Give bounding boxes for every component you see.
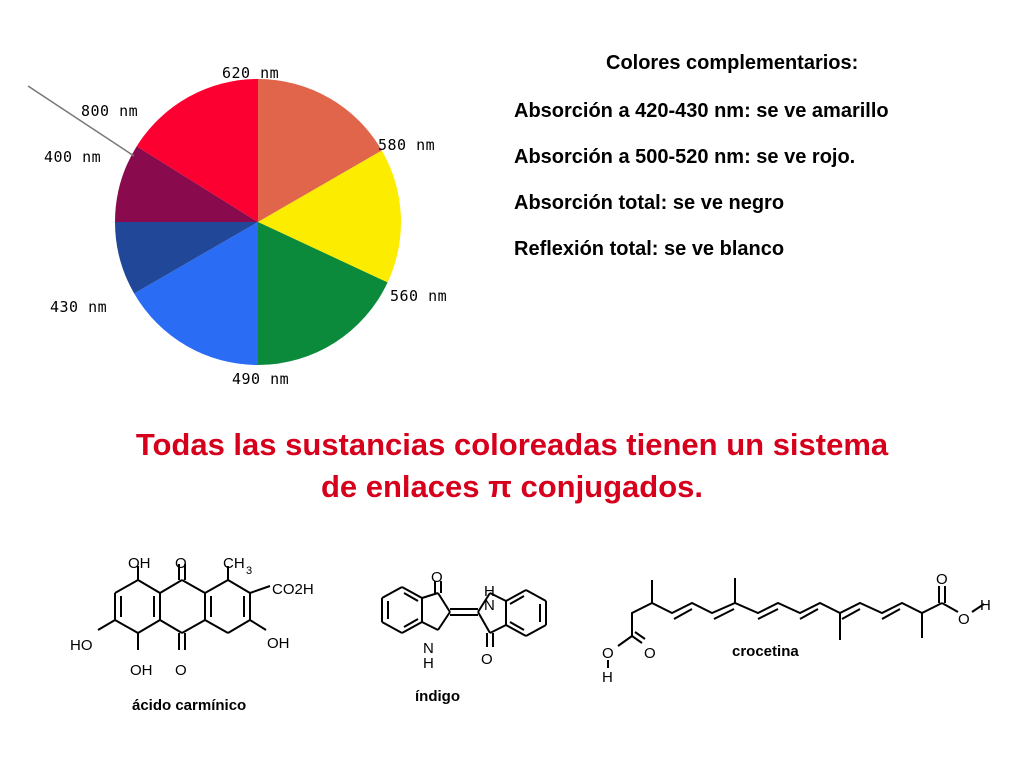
carminic-sub3: 3 [246, 565, 252, 577]
wheel-label-560: 560 nm [390, 287, 448, 305]
crocetin-structure: O O H O O H [602, 571, 991, 686]
crocetin-h-left: H [602, 669, 613, 686]
carminic-o-top: O [175, 555, 187, 572]
crocetin-o-left: O [602, 645, 614, 662]
wheel-segment [258, 79, 382, 222]
color-wheel [27, 79, 401, 365]
carminic-acid-caption: ácido carmínico [132, 697, 247, 714]
carminic-ch: CH [223, 555, 245, 572]
info-line-2: Absorción a 500-520 nm: se ve rojo. [514, 146, 856, 168]
indigo-n-top: N [484, 597, 495, 614]
wheel-label-490: 490 nm [232, 370, 290, 388]
wheel-segments [115, 79, 401, 365]
wheel-label-430: 430 nm [50, 298, 108, 316]
info-line-1: Absorción a 420-430 nm: se ve amarillo [514, 100, 889, 122]
headline-line-2: de enlaces π conjugados. [320, 469, 704, 504]
wheel-segment [115, 222, 258, 294]
info-heading: Colores complementarios: [606, 52, 859, 74]
wheel-label-620: 620 nm [222, 64, 280, 82]
headline-line-1: Todas las sustancias coloreadas tienen u… [135, 427, 889, 462]
indigo-o-top: O [431, 569, 443, 586]
carminic-ho-left: HO [70, 637, 93, 654]
crocetin-o-right: O [958, 611, 970, 628]
wheel-label-400: 400 nm [44, 148, 102, 166]
carminic-o-bottom: O [175, 662, 187, 679]
crocetin-h-right: H [980, 597, 991, 614]
crocetin-o-top: O [936, 571, 948, 588]
label-800-leader [27, 85, 135, 157]
indigo-structure: O H N N H O [381, 569, 547, 672]
indigo-n-bottom: N [423, 640, 434, 657]
info-line-4: Reflexión total: se ve blanco [514, 238, 785, 260]
wheel-segment [258, 150, 401, 283]
carminic-acid-structure: OH O CH 3 CO2H HO OH OH O [70, 555, 314, 679]
wheel-label-580: 580 nm [378, 136, 436, 154]
wheel-segment [136, 79, 258, 222]
carminic-oh-top: OH [128, 555, 151, 572]
wheel-segment [134, 222, 258, 365]
crocetin-caption: crocetina [732, 643, 799, 660]
crocetin-o-left2: O [644, 645, 656, 662]
carminic-co2h: CO2H [272, 581, 314, 598]
indigo-h-bottom: H [423, 655, 434, 672]
indigo-caption: índigo [415, 688, 460, 705]
wheel-label-800: 800 nm [81, 102, 139, 120]
conjugation-headline: Todas las sustancias coloreadas tienen u… [40, 424, 984, 508]
indigo-h-top: H [484, 583, 495, 600]
carminic-oh-right: OH [267, 635, 290, 652]
wheel-segment [258, 222, 388, 365]
carminic-oh-bottom: OH [130, 662, 153, 679]
indigo-o-bottom: O [481, 651, 493, 668]
info-line-3: Absorción total: se ve negro [514, 192, 785, 214]
wheel-segment [115, 146, 258, 222]
